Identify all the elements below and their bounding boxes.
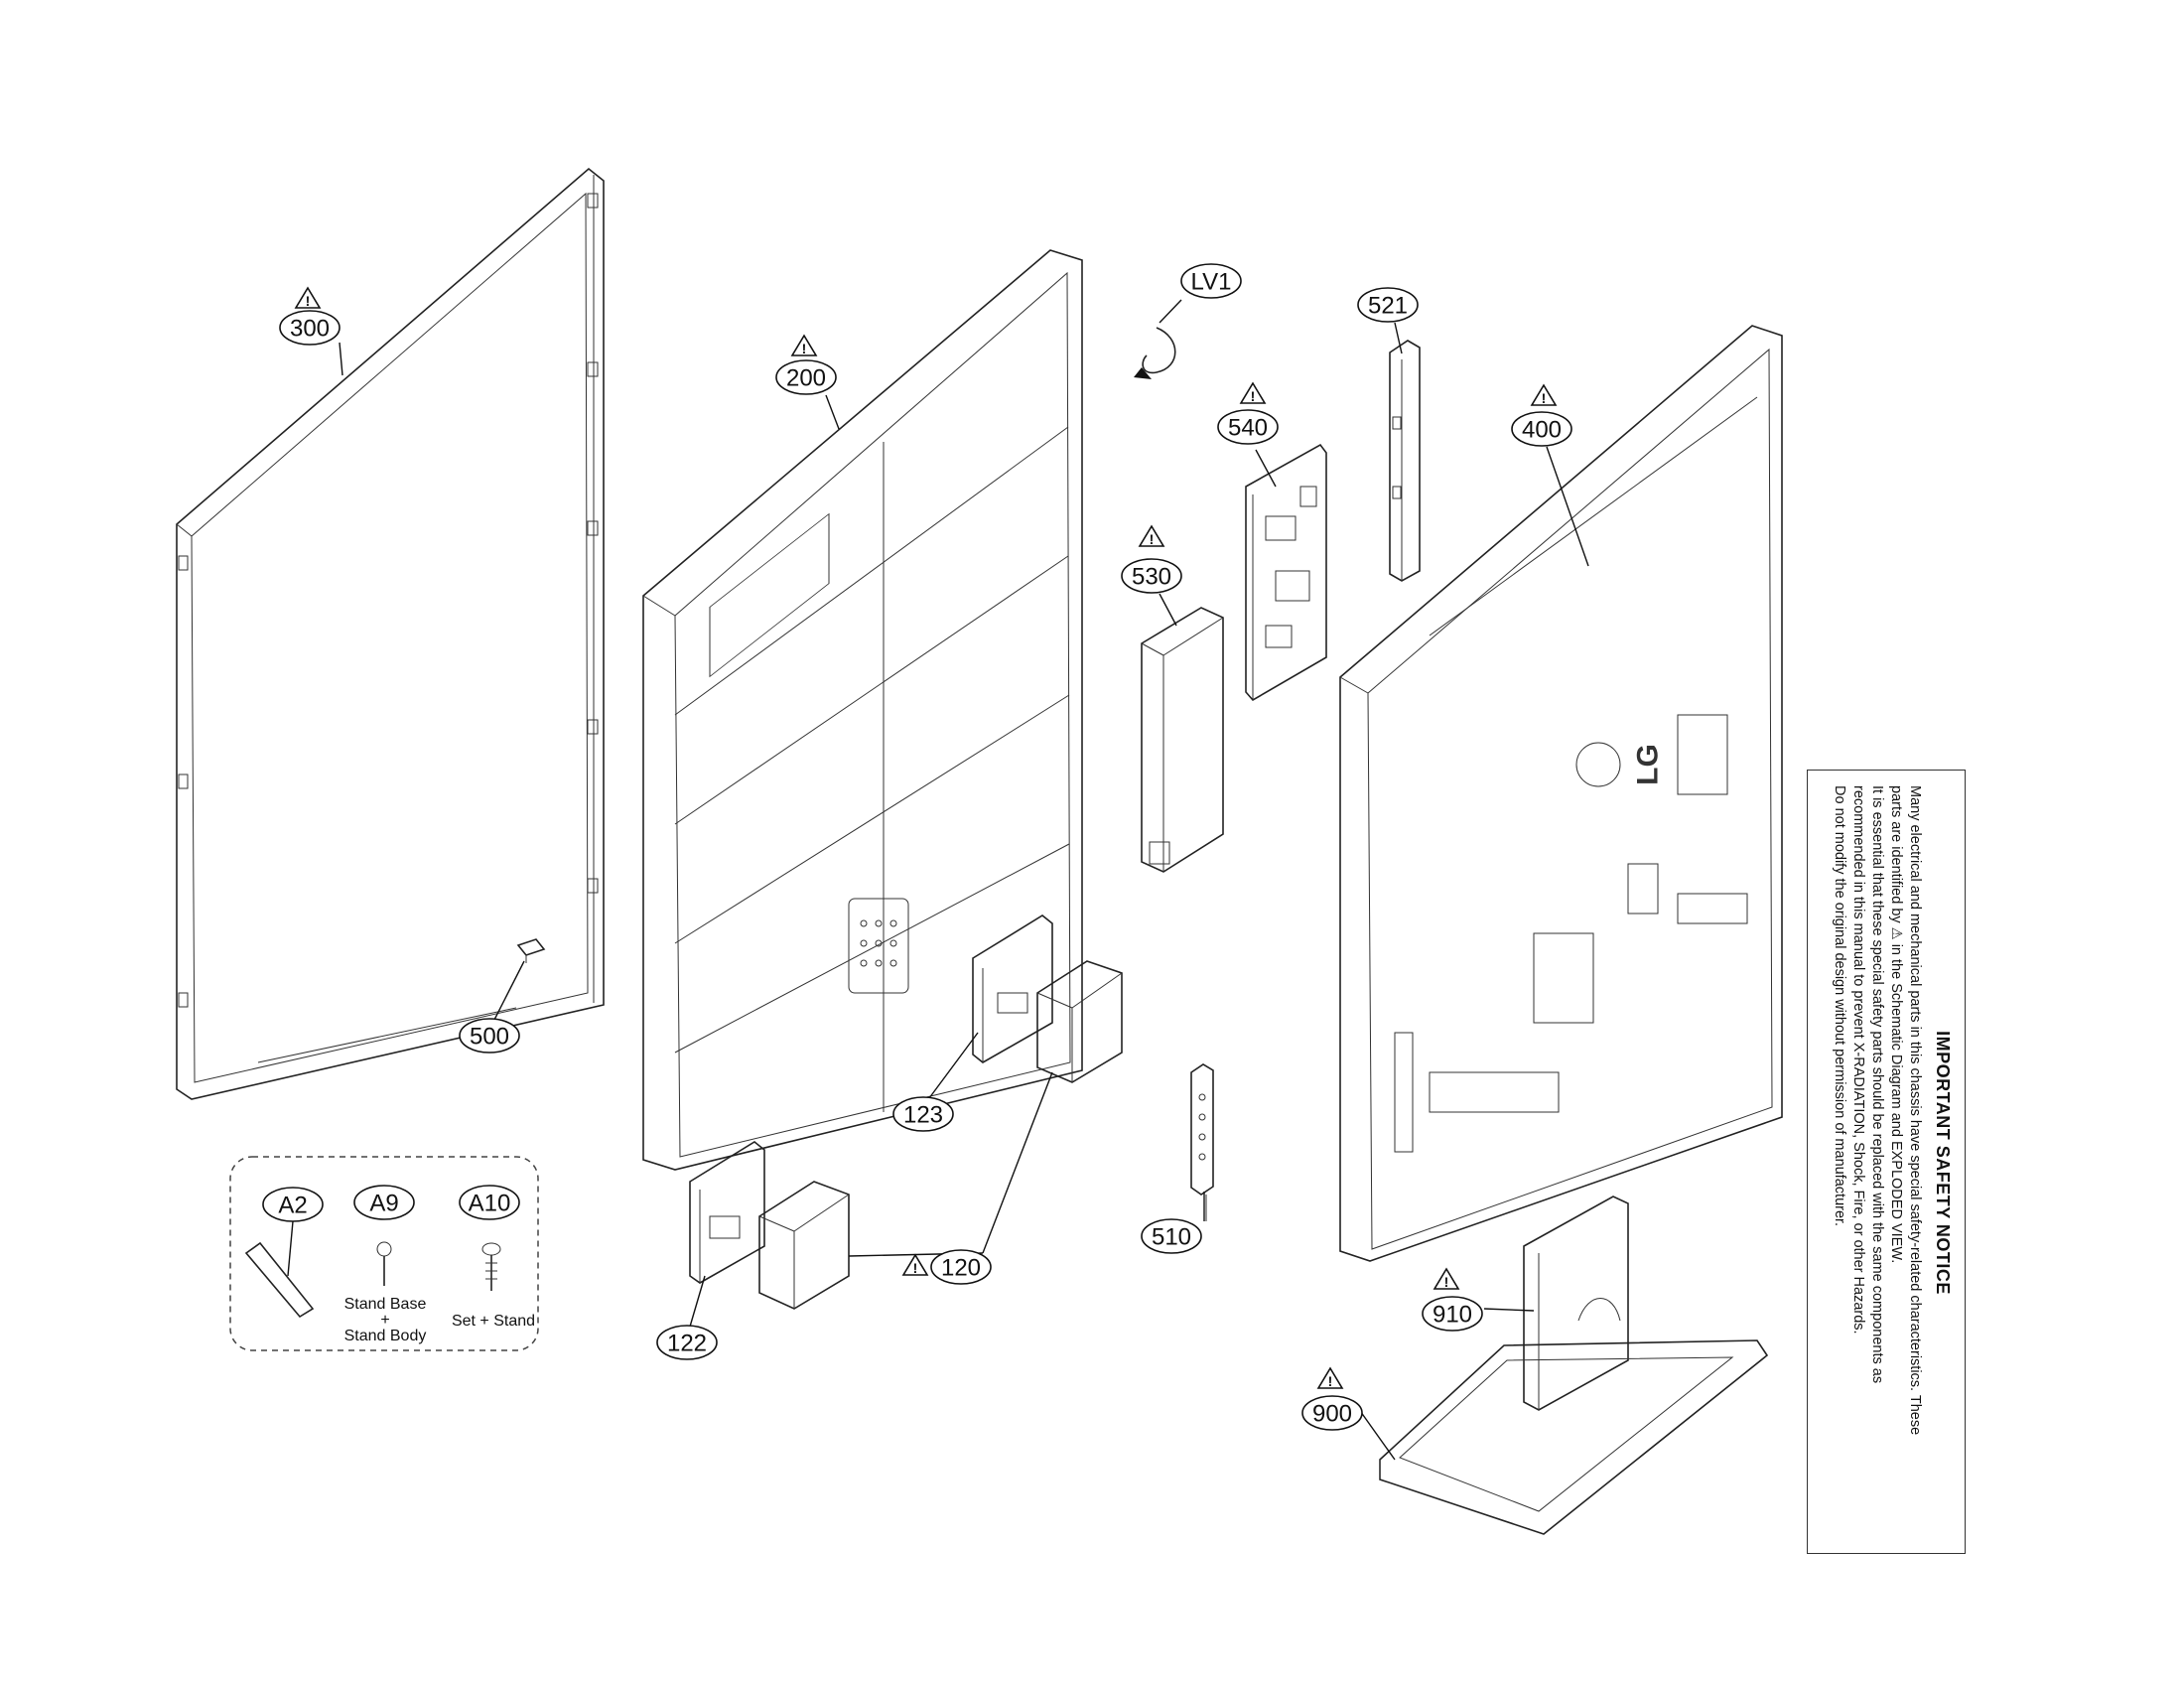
a9-label-line1: Stand Base <box>344 1296 427 1313</box>
part-521-side-board <box>1389 340 1421 582</box>
lv1-rotation-arrow-icon <box>1134 327 1176 379</box>
callout-200: 200 ! <box>775 334 837 395</box>
svg-text:!: ! <box>1251 388 1256 404</box>
callout-500: 500 <box>459 1018 520 1054</box>
part-540-main-board <box>1245 443 1327 702</box>
part-200-lcd-module <box>642 249 1083 1171</box>
safety-warning-icon <box>1433 1267 1460 1290</box>
svg-text:521: 521 <box>1368 293 1408 320</box>
part-300-front-frame <box>176 167 605 1100</box>
svg-text:!: ! <box>1444 1274 1449 1290</box>
safety-notice-rotated: IMPORTANT SAFETY NOTICE Many electrical … <box>1818 785 1957 1540</box>
callout-a10: A10 <box>459 1185 520 1220</box>
svg-text:123: 123 <box>903 1102 943 1129</box>
svg-text:300: 300 <box>290 316 330 343</box>
svg-text:510: 510 <box>1152 1224 1191 1251</box>
safety-notice-line: Do not modify the original design withou… <box>1832 785 1847 1227</box>
safety-warning-icon <box>1138 524 1165 547</box>
svg-text:A9: A9 <box>369 1191 398 1217</box>
part-530-power-supply <box>1141 607 1224 873</box>
callout-910: 910 ! <box>1422 1267 1483 1332</box>
svg-text:500: 500 <box>470 1024 509 1051</box>
screw-a10-icon <box>481 1242 501 1291</box>
screw-a9-icon <box>376 1241 392 1286</box>
part-500-clip <box>516 938 546 963</box>
svg-text:200: 200 <box>786 365 826 392</box>
safety-notice-line: Many electrical and mechanical parts in … <box>1907 785 1923 1436</box>
safety-notice-line: recommended in this manual to prevent X-… <box>1850 785 1866 1335</box>
svg-text:!: ! <box>1328 1373 1333 1389</box>
callout-122: 122 <box>656 1325 718 1360</box>
callout-521: 521 <box>1357 287 1419 323</box>
svg-text:900: 900 <box>1312 1401 1352 1428</box>
callout-300: 300 ! <box>279 286 341 346</box>
part-900-stand-base <box>1379 1339 1769 1535</box>
part-122-speaker-bracket <box>689 1141 765 1284</box>
callout-123: 123 <box>892 1096 954 1132</box>
svg-text:A10: A10 <box>469 1191 511 1217</box>
svg-text:!: ! <box>306 293 311 309</box>
callout-900: 900 ! <box>1301 1366 1363 1431</box>
callout-lv1: LV1 <box>1180 263 1242 299</box>
part-120-speaker-lower <box>758 1181 850 1310</box>
svg-text:530: 530 <box>1132 564 1171 591</box>
callout-510: 510 <box>1141 1218 1202 1254</box>
a9-label-plus: + <box>380 1312 389 1329</box>
callout-530: 530 ! <box>1121 524 1182 594</box>
safety-warning-icon <box>1316 1366 1344 1389</box>
leader-lines <box>287 299 1589 1461</box>
a9-label-line2: Stand Body <box>344 1328 427 1344</box>
safety-warning-icon <box>790 334 818 356</box>
safety-warning-icon <box>1530 383 1558 406</box>
a10-label: Set + Stand <box>452 1313 535 1330</box>
svg-text:!: ! <box>1150 531 1155 547</box>
callout-a9: A9 <box>353 1185 415 1220</box>
svg-text:540: 540 <box>1228 415 1268 442</box>
safety-warning-icon <box>1239 381 1267 404</box>
svg-text:120: 120 <box>941 1255 981 1282</box>
svg-text:!: ! <box>802 341 807 356</box>
part-120-speaker-upper <box>1036 960 1123 1083</box>
svg-text:122: 122 <box>667 1331 707 1357</box>
callout-540: 540 ! <box>1217 381 1279 445</box>
svg-text:!: ! <box>913 1260 918 1276</box>
part-123-speaker-bracket <box>972 914 1053 1063</box>
safety-warning-icon <box>294 286 322 309</box>
safety-notice-panel: IMPORTANT SAFETY NOTICE Many electrical … <box>1807 770 1966 1554</box>
svg-text:910: 910 <box>1433 1302 1472 1329</box>
part-a2-stand-cover <box>244 1241 315 1319</box>
part-400-back-cover: LG <box>1339 325 1783 1262</box>
svg-text:LV1: LV1 <box>1191 269 1232 296</box>
safety-notice-title: IMPORTANT SAFETY NOTICE <box>1933 1031 1953 1295</box>
part-910-stand-body <box>1523 1196 1629 1411</box>
safety-notice-line: It is essential that these special safet… <box>1869 785 1885 1384</box>
callout-120: 120 ! <box>901 1249 992 1285</box>
safety-warning-icon <box>901 1253 929 1276</box>
lg-logo-text: LG <box>1632 744 1665 785</box>
svg-text:400: 400 <box>1522 417 1562 444</box>
part-510-button-board <box>1190 1063 1214 1221</box>
safety-notice-line: parts are identified by ⚠ in the Schemat… <box>1888 785 1904 1264</box>
screw-inset-box: Stand Base + Stand Body Set + Stand <box>229 1156 539 1351</box>
svg-text:!: ! <box>1542 390 1547 406</box>
callout-400: 400 ! <box>1511 383 1572 447</box>
svg-text:A2: A2 <box>278 1193 307 1219</box>
callout-a2: A2 <box>262 1187 324 1222</box>
